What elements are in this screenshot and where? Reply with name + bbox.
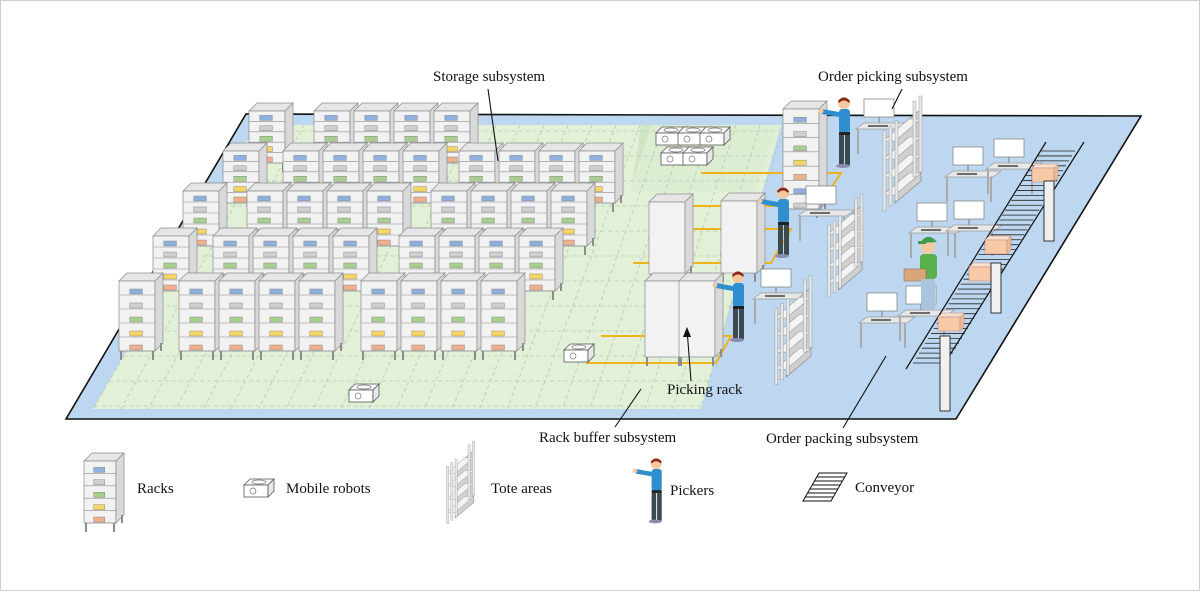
grid-line	[120, 124, 281, 410]
tote-area	[445, 440, 475, 524]
leader-line	[686, 328, 692, 382]
picking-stations	[644, 95, 923, 385]
picker-icon	[632, 458, 662, 524]
storage-rack	[720, 192, 766, 282]
legend-label-mobile-robots: Mobile robots	[286, 481, 371, 497]
packer	[903, 236, 937, 309]
tote-area	[882, 95, 923, 212]
tote-area-icon	[445, 440, 475, 524]
legend-label-pickers: Pickers	[670, 483, 714, 499]
grid-line	[589, 124, 689, 410]
storage-rack	[218, 272, 264, 360]
storage-rack	[178, 272, 224, 360]
grid-line	[561, 124, 665, 410]
storage-rack	[298, 272, 344, 360]
picker	[818, 97, 850, 168]
mobile-robot	[243, 478, 275, 498]
mobile-robot	[699, 126, 731, 146]
conveyor-leg	[939, 335, 951, 412]
storage-rack	[83, 452, 125, 532]
mobile-robot	[682, 146, 714, 166]
tote-area	[827, 193, 864, 298]
storage-rack	[480, 272, 526, 360]
storage-rack	[518, 227, 564, 300]
legend-label-tote-areas: Tote areas	[491, 481, 552, 497]
package-box	[937, 312, 965, 332]
conveyor-icon	[802, 472, 848, 502]
label-leader-lines	[487, 88, 903, 429]
mobile-robots	[348, 126, 731, 403]
picker-legend-figure	[632, 458, 662, 524]
label-storage-subsystem: Storage subsystem	[433, 69, 545, 85]
storage-rack	[258, 272, 304, 360]
conveyor-leg	[990, 262, 1002, 314]
label-order-packing-subsystem: Order packing subsystem	[766, 431, 919, 447]
storage-rack	[678, 272, 724, 366]
mobile-robot-icon	[243, 478, 275, 498]
storage-rack	[118, 272, 164, 360]
storage-rack	[440, 272, 486, 360]
leader-line	[614, 388, 642, 428]
tote-area	[774, 275, 813, 385]
package-box	[984, 235, 1012, 255]
label-order-picking-subsystem: Order picking subsystem	[818, 69, 968, 85]
picker	[757, 187, 789, 258]
legend-label-racks: Racks	[137, 481, 174, 497]
rack-icon	[83, 452, 125, 532]
storage-rack	[400, 272, 446, 360]
packing-area	[857, 138, 1085, 412]
package-box	[1031, 163, 1059, 183]
conveyor-icon-outline	[802, 472, 848, 502]
storage-rack	[550, 182, 596, 255]
arrowhead	[683, 327, 691, 337]
legend: Racks Mobile robots Tote areas Pickers C…	[83, 440, 914, 532]
mobile-robot	[563, 343, 595, 363]
storage-rack	[578, 142, 624, 212]
label-rack-buffer-subsystem: Rack buffer subsystem	[539, 430, 677, 446]
grid-line	[203, 124, 353, 410]
workstation	[944, 200, 1004, 256]
storage-rack	[433, 102, 479, 172]
mobile-robot	[348, 383, 380, 403]
picker	[712, 271, 744, 342]
storage-rack	[360, 272, 406, 360]
leader-line	[891, 88, 903, 110]
leader-line	[487, 88, 499, 162]
leader-line	[842, 355, 887, 429]
storage-rack	[648, 193, 694, 283]
conveyor-leg	[1043, 180, 1055, 242]
storage-racks	[118, 102, 624, 360]
label-picking-rack: Picking rack	[667, 382, 743, 398]
legend-label-conveyor: Conveyor	[855, 480, 914, 496]
